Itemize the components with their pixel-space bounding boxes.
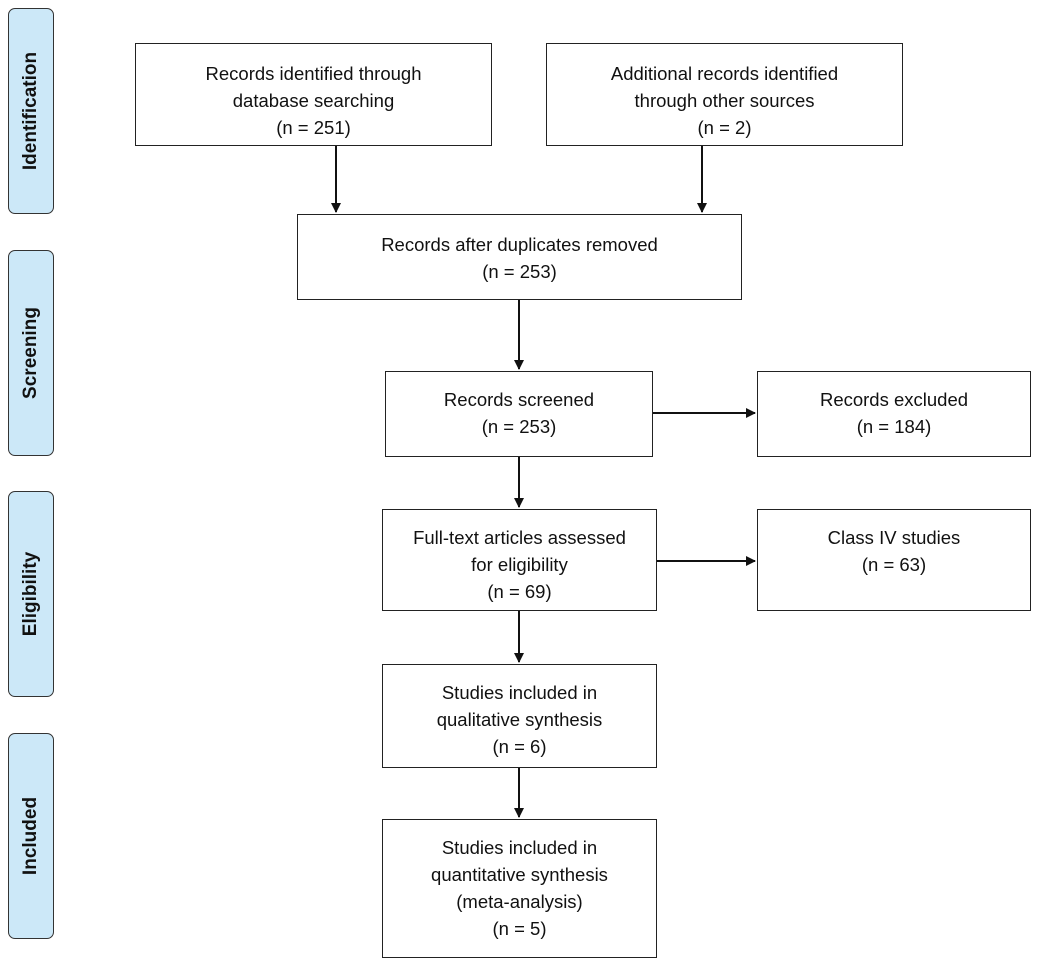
box-qualitative-line-3: (n = 6) <box>492 736 547 757</box>
box-records-excluded: Records excluded (n = 184) <box>757 371 1031 457</box>
box-class-iv-studies: Class IV studies (n = 63) <box>757 509 1031 611</box>
box-database-line-2: database searching <box>232 90 395 111</box>
box-other-line-2: through other sources <box>634 90 815 111</box>
box-qualitative-synthesis: Studies included in qualitative synthesi… <box>382 664 657 768</box>
box-other-line-3: (n = 2) <box>697 117 752 138</box>
box-quantitative-line-4: (n = 5) <box>492 918 547 939</box>
phase-eligibility: Eligibility <box>8 491 54 697</box>
box-qualitative-line-1: Studies included in <box>441 682 598 703</box>
box-other-sources: Additional records identified through ot… <box>546 43 903 146</box>
box-fulltext-line-3: (n = 69) <box>487 581 552 602</box>
box-dedup-line-1: Records after duplicates removed <box>381 234 658 255</box>
box-database-records: Records identified through database sear… <box>135 43 492 146</box>
box-full-text-assessed: Full-text articles assessed for eligibil… <box>382 509 657 611</box>
box-screened-line-2: (n = 253) <box>481 416 557 437</box>
box-qualitative-line-2: qualitative synthesis <box>436 709 603 730</box>
box-quantitative-line-2: quantitative synthesis <box>431 864 608 885</box>
box-excluded-line-1: Records excluded <box>819 389 969 410</box>
box-after-duplicates: Records after duplicates removed (n = 25… <box>297 214 742 300</box>
box-records-screened: Records screened (n = 253) <box>385 371 653 457</box>
box-class4-line-2: (n = 63) <box>861 554 927 575</box>
phase-screening: Screening <box>8 250 54 456</box>
box-class4-line-1: Class IV studies <box>827 527 961 548</box>
box-database-line-3: (n = 251) <box>276 117 351 138</box>
box-other-line-1: Additional records identified <box>610 63 839 84</box>
box-quantitative-line-3: (meta-analysis) <box>456 891 583 912</box>
box-fulltext-line-1: Full-text articles assessed <box>413 527 626 548</box>
phase-identification: Identification <box>8 8 54 214</box>
box-fulltext-line-2: for eligibility <box>471 554 568 575</box>
box-quantitative-line-1: Studies included in <box>441 837 598 858</box>
box-screened-line-1: Records screened <box>443 389 595 410</box>
phase-included: Included <box>8 733 54 939</box>
box-excluded-line-2: (n = 184) <box>856 416 932 437</box>
box-dedup-line-2: (n = 253) <box>482 261 557 282</box>
box-quantitative-synthesis: Studies included in quantitative synthes… <box>382 819 657 958</box>
box-database-line-1: Records identified through <box>205 63 422 84</box>
